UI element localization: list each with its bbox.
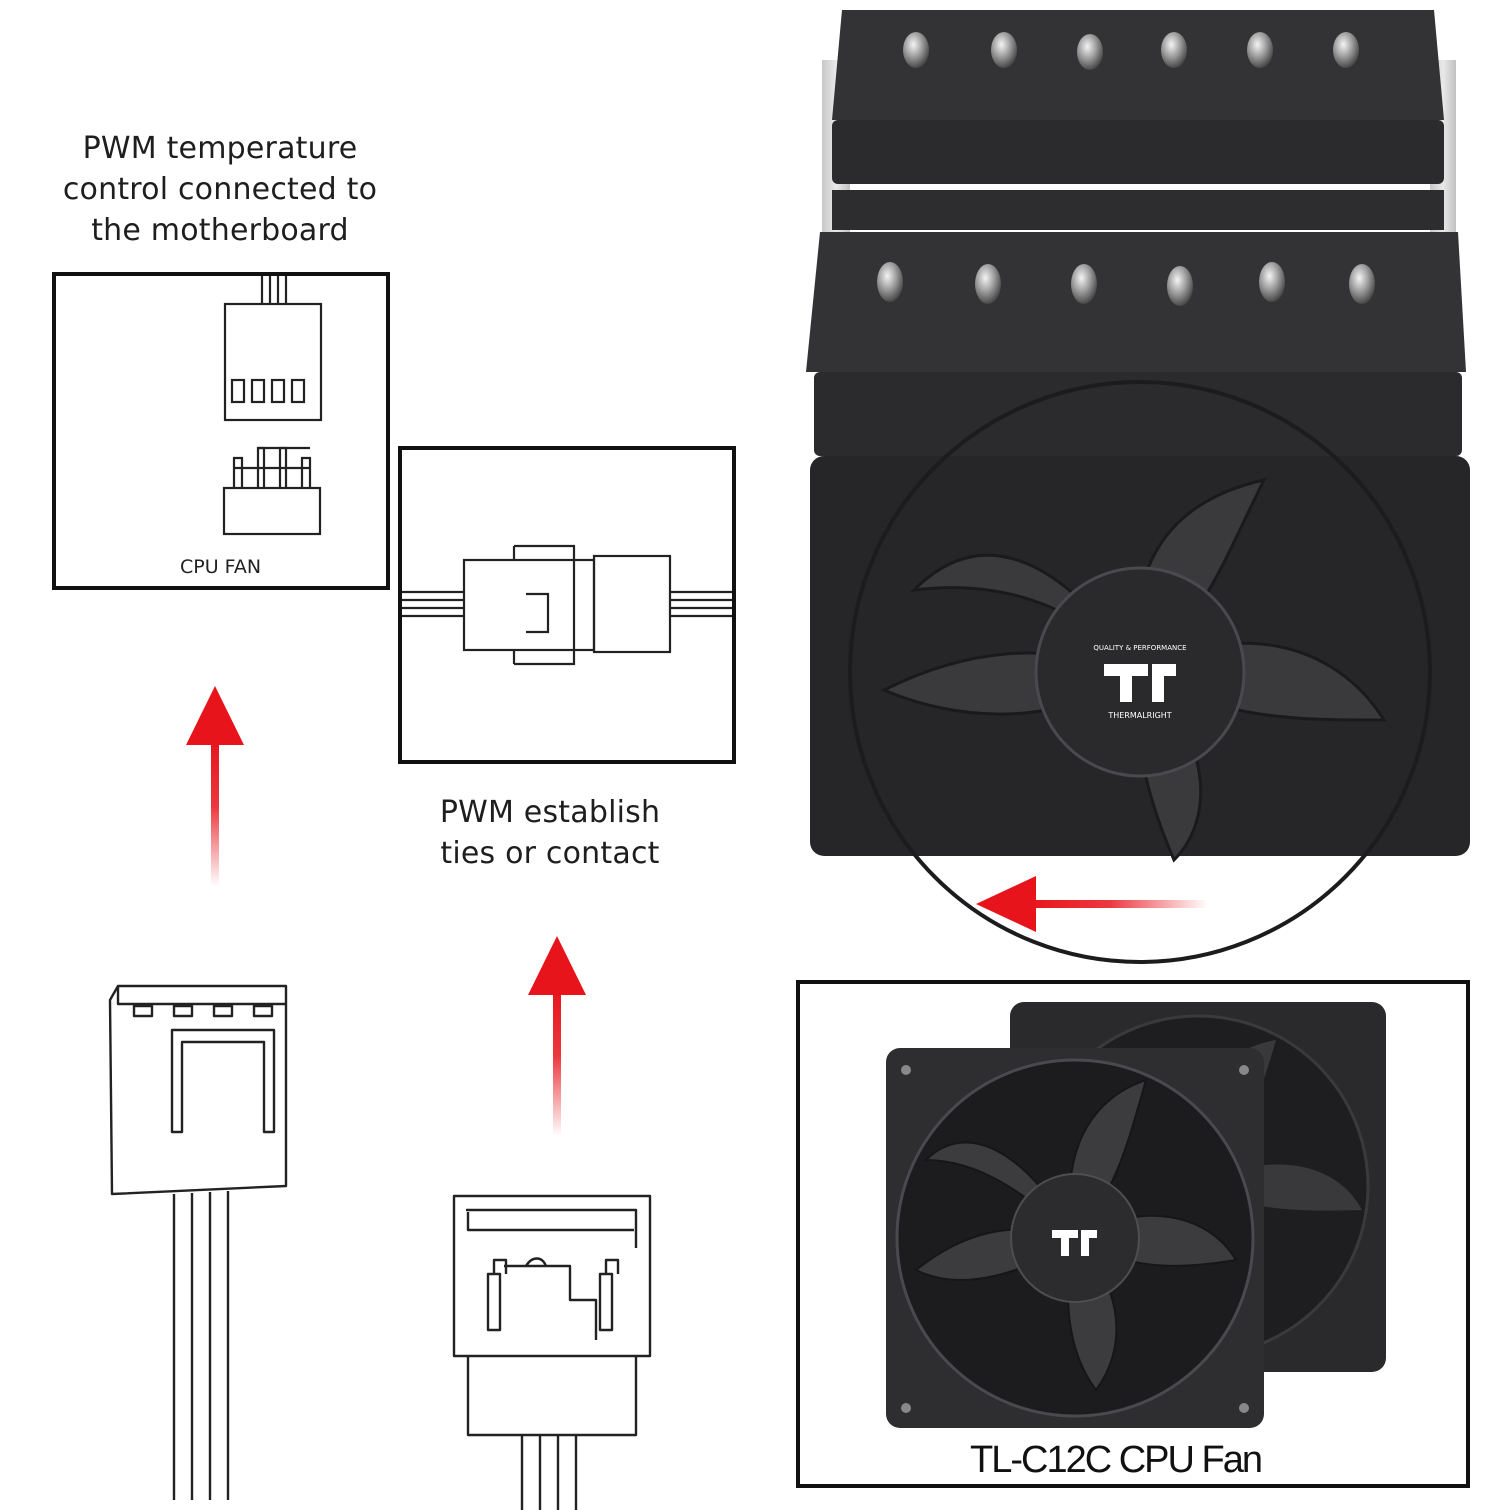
- fan-icon: [886, 1002, 1386, 1428]
- fan-brand-name: THERMALRIGHT: [1107, 711, 1171, 720]
- connector-icon: [222, 276, 323, 536]
- product-box: TL-C12C CPU Fan: [796, 980, 1470, 1488]
- fan-plug-male-icon: [452, 1194, 652, 1510]
- up-arrow-icon: [528, 936, 586, 1136]
- left-arrow-icon: [976, 876, 1208, 932]
- fan-plug-female-icon: [108, 984, 288, 1500]
- caption-line-2: ties or contact: [440, 836, 660, 871]
- cpu-fan-header-label: CPU FAN: [180, 556, 262, 578]
- joined-connector-icon: [402, 544, 732, 666]
- caption-line-1: PWM establish: [439, 795, 661, 830]
- caption-line-1: PWM temperature: [82, 131, 358, 166]
- fan-brand-tagline: QUALITY & PERFORMANCE: [1093, 644, 1186, 652]
- heatsink-icon: QUALITY & PERFORMANCE THERMALRIGHT: [806, 10, 1470, 964]
- product-name-label: TL-C12C CPU Fan: [970, 1439, 1263, 1481]
- up-arrow-icon: [186, 686, 244, 886]
- caption-establish-contact: PWM establish ties or contact: [390, 792, 710, 874]
- caption-line-3: the motherboard: [91, 213, 349, 248]
- caption-motherboard-connection: PWM temperature control connected to the…: [40, 128, 400, 251]
- motherboard-header-box: CPU FAN: [52, 272, 390, 590]
- connected-plug-box: [398, 446, 736, 764]
- caption-line-2: control connected to: [62, 172, 378, 207]
